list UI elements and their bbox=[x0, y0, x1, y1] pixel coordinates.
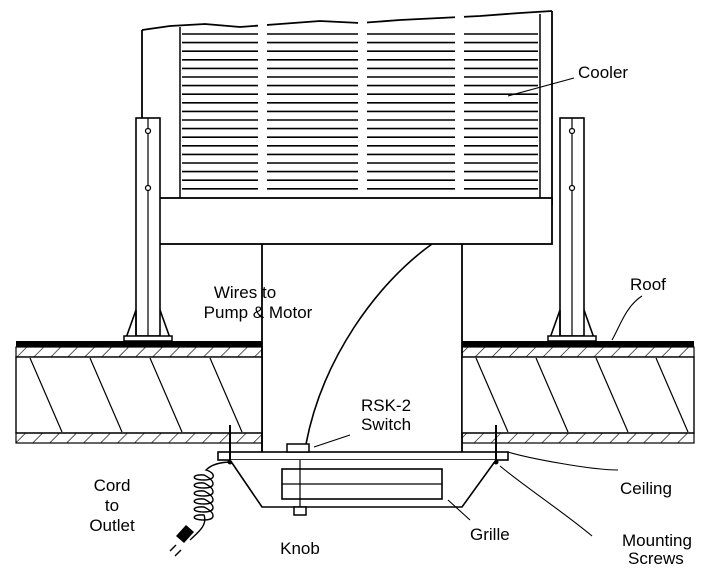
bolt-hole bbox=[144, 184, 152, 192]
label-ceiling: Ceiling bbox=[620, 479, 672, 498]
roof-section-left bbox=[15, 341, 263, 452]
leader-lines bbox=[313, 77, 643, 537]
roof-section-right bbox=[461, 341, 695, 444]
label-roof: Roof bbox=[630, 275, 666, 294]
label-wires-line1: Wires to bbox=[214, 283, 276, 302]
label-knob: Knob bbox=[280, 539, 320, 558]
louver-dividers bbox=[258, 16, 464, 198]
label-cord-line1: Cord bbox=[94, 476, 131, 495]
cooler-torn-top bbox=[141, 10, 553, 31]
bolt-hole bbox=[144, 127, 152, 135]
label-grille: Grille bbox=[470, 525, 510, 544]
label-cord-line3: Outlet bbox=[89, 516, 135, 535]
label-screws-line2: Screws bbox=[628, 549, 684, 568]
label-screws-line1: Mounting bbox=[622, 531, 692, 550]
grille bbox=[229, 459, 497, 510]
knob bbox=[293, 506, 307, 516]
bolt-hole bbox=[568, 184, 576, 192]
right-support-leg bbox=[547, 117, 597, 342]
label-wires-line2: Pump & Motor bbox=[204, 303, 313, 322]
label-cord-line2: to bbox=[105, 496, 119, 515]
diagram-labels: Cooler Roof Wires to Pump & Motor RSK-2 … bbox=[89, 63, 692, 568]
wires-to-pump-motor bbox=[305, 243, 433, 445]
cooler-unit bbox=[141, 10, 553, 245]
label-cooler: Cooler bbox=[578, 63, 628, 82]
plug-icon bbox=[176, 525, 194, 543]
bolt-hole bbox=[568, 127, 576, 135]
power-cord bbox=[169, 461, 233, 557]
rsk2-switch bbox=[286, 443, 310, 453]
cooler-base bbox=[141, 197, 553, 245]
label-switch-line2: Switch bbox=[361, 415, 411, 434]
label-switch-line1: RSK-2 bbox=[361, 396, 411, 415]
